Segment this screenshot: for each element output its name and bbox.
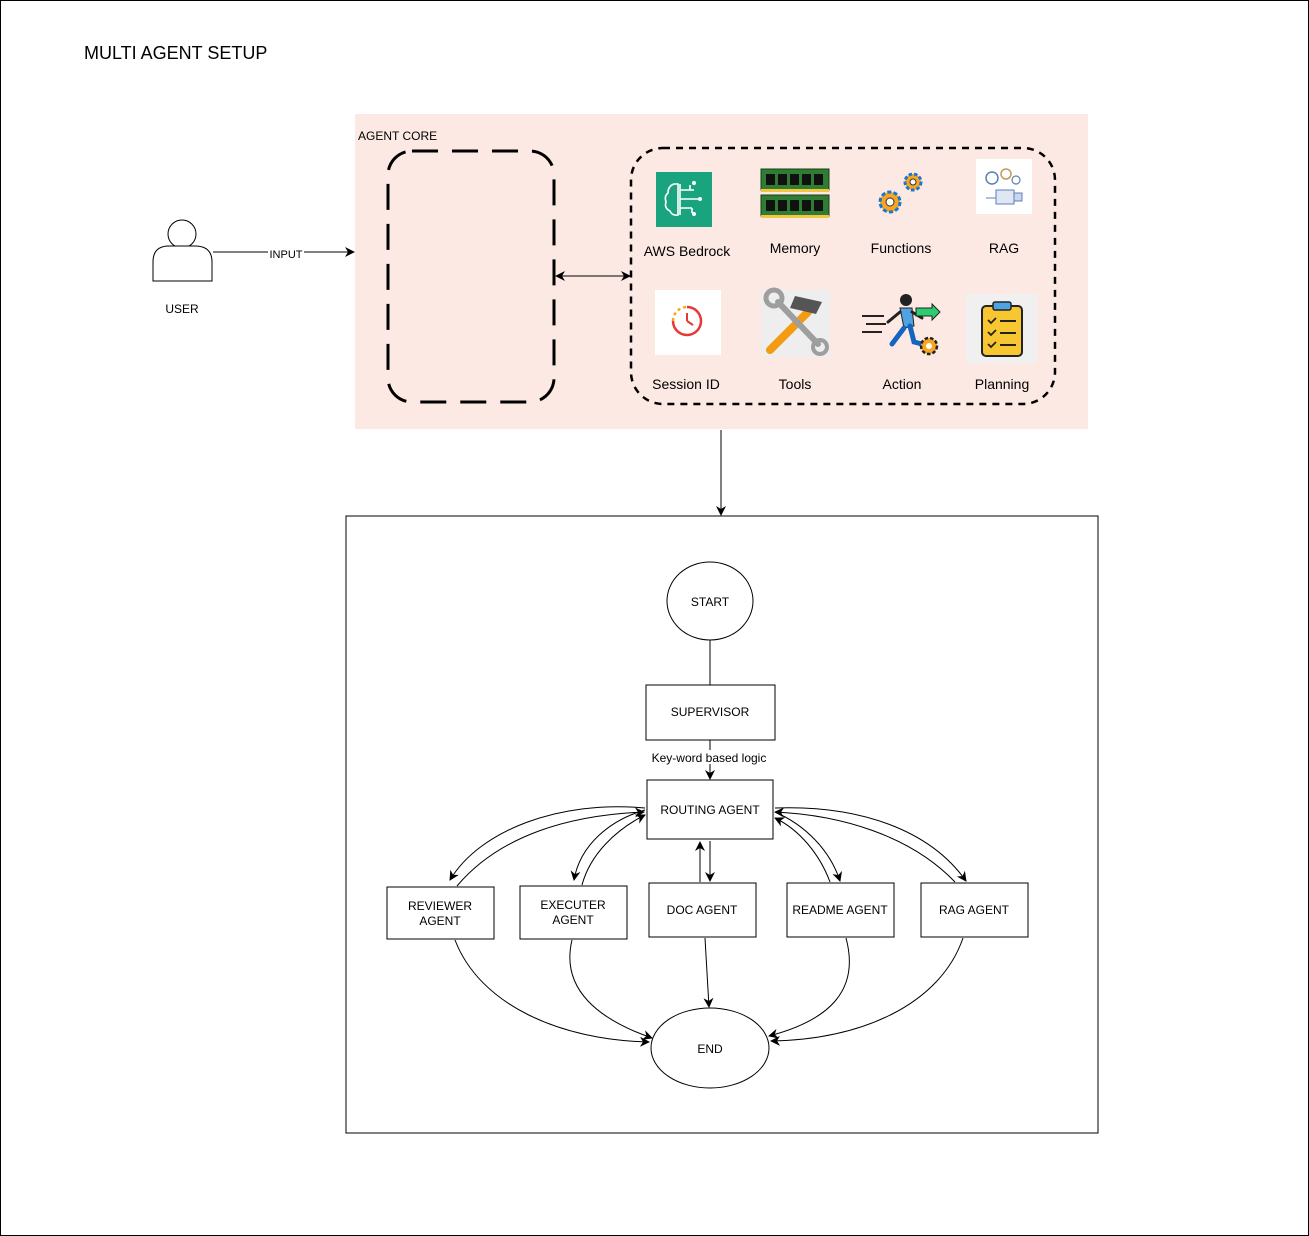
user-node[interactable]: USER xyxy=(152,219,213,316)
supervisor-label: SUPERVISOR xyxy=(671,705,750,719)
reviewer-agent-label-line1: REVIEWER xyxy=(408,899,472,913)
capability-memory[interactable]: Memory xyxy=(760,168,830,256)
user-label: USER xyxy=(165,302,199,316)
capability-label: Planning xyxy=(975,376,1030,392)
aws-bedrock-icon xyxy=(656,172,712,227)
capability-label: Action xyxy=(883,376,922,392)
memory-ram-icon xyxy=(760,168,830,218)
capability-functions[interactable]: Functions xyxy=(871,172,932,256)
doc-to-end-edge xyxy=(703,937,714,1008)
capability-action[interactable]: Action xyxy=(862,294,941,392)
readme-agent-label: README AGENT xyxy=(792,903,888,917)
capability-label: AWS Bedrock xyxy=(644,243,732,259)
rag-agent-label: RAG AGENT xyxy=(939,903,1010,917)
readme-agent-node[interactable]: README AGENT xyxy=(786,882,895,938)
capabilities-box xyxy=(629,146,1057,406)
reviewer-agent-node[interactable]: REVIEWER AGENT xyxy=(386,886,495,940)
router-to-rag-edge xyxy=(774,807,967,882)
reviewer-agent-label-line2: AGENT xyxy=(419,914,461,928)
reviewer-to-end-edge xyxy=(454,939,650,1047)
doc-agent-label: DOC AGENT xyxy=(667,903,738,917)
capability-label: RAG xyxy=(989,240,1019,256)
capability-tools[interactable]: Tools xyxy=(761,287,830,392)
start-label: START xyxy=(691,595,730,609)
doc-agent-node[interactable]: DOC AGENT xyxy=(648,882,757,938)
router-to-reviewer-edge xyxy=(449,806,646,881)
capability-rag[interactable]: RAG xyxy=(976,159,1032,256)
running-person-icon xyxy=(862,294,941,356)
logic-label-bg xyxy=(650,750,768,764)
reviewer-to-router-edge xyxy=(456,807,645,887)
capability-planning[interactable]: Planning xyxy=(966,294,1037,392)
rag-icon xyxy=(976,159,1032,214)
capability-label: Memory xyxy=(770,240,821,256)
end-label: END xyxy=(697,1042,723,1056)
capability-aws-bedrock[interactable]: AWS Bedrock xyxy=(644,172,732,259)
rag-to-router-edge xyxy=(774,807,956,883)
executer-to-router-edge xyxy=(581,814,646,886)
rag-agent-node[interactable]: RAG AGENT xyxy=(920,882,1029,938)
executer-agent-label-line1: EXECUTER xyxy=(540,898,606,912)
capability-label: Session ID xyxy=(652,376,720,392)
router-to-readme-edge xyxy=(774,811,842,882)
input-edge-label-bg xyxy=(268,247,304,259)
input-edge-label: INPUT xyxy=(270,249,303,261)
wrench-hammer-icon xyxy=(761,287,830,357)
executer-agent-label-line2: AGENT xyxy=(552,913,594,927)
agent-core-panel xyxy=(355,114,1088,429)
routing-agent-node[interactable]: ROUTING AGENT xyxy=(646,779,774,840)
agent-end-edges xyxy=(454,937,964,1047)
router-agent-edges xyxy=(449,806,967,887)
capability-label: Tools xyxy=(779,376,812,392)
end-node[interactable]: END xyxy=(650,1007,770,1089)
gears-icon xyxy=(878,172,923,214)
rag-to-end-edge xyxy=(770,937,964,1046)
clock-icon xyxy=(655,290,721,355)
capability-session-id[interactable]: Session ID xyxy=(652,290,721,392)
capability-label: Functions xyxy=(871,240,932,256)
executer-to-end-edge xyxy=(569,939,653,1040)
user-icon xyxy=(152,219,213,282)
start-node[interactable]: START xyxy=(666,561,754,641)
router-to-executer-edge xyxy=(570,809,646,881)
clipboard-checklist-icon xyxy=(966,294,1037,363)
readme-to-end-edge xyxy=(768,937,850,1039)
routing-agent-label: ROUTING AGENT xyxy=(660,803,760,817)
logic-label: Key-word based logic xyxy=(652,751,767,765)
executer-agent-node[interactable]: EXECUTER AGENT xyxy=(519,885,628,940)
diagram-title: MULTI AGENT SETUP xyxy=(84,43,267,63)
agent-core-inner-box xyxy=(386,149,556,404)
agent-core-label: AGENT CORE xyxy=(358,129,437,143)
readme-to-router-edge xyxy=(774,817,831,883)
supervisor-node[interactable]: SUPERVISOR xyxy=(645,684,776,741)
